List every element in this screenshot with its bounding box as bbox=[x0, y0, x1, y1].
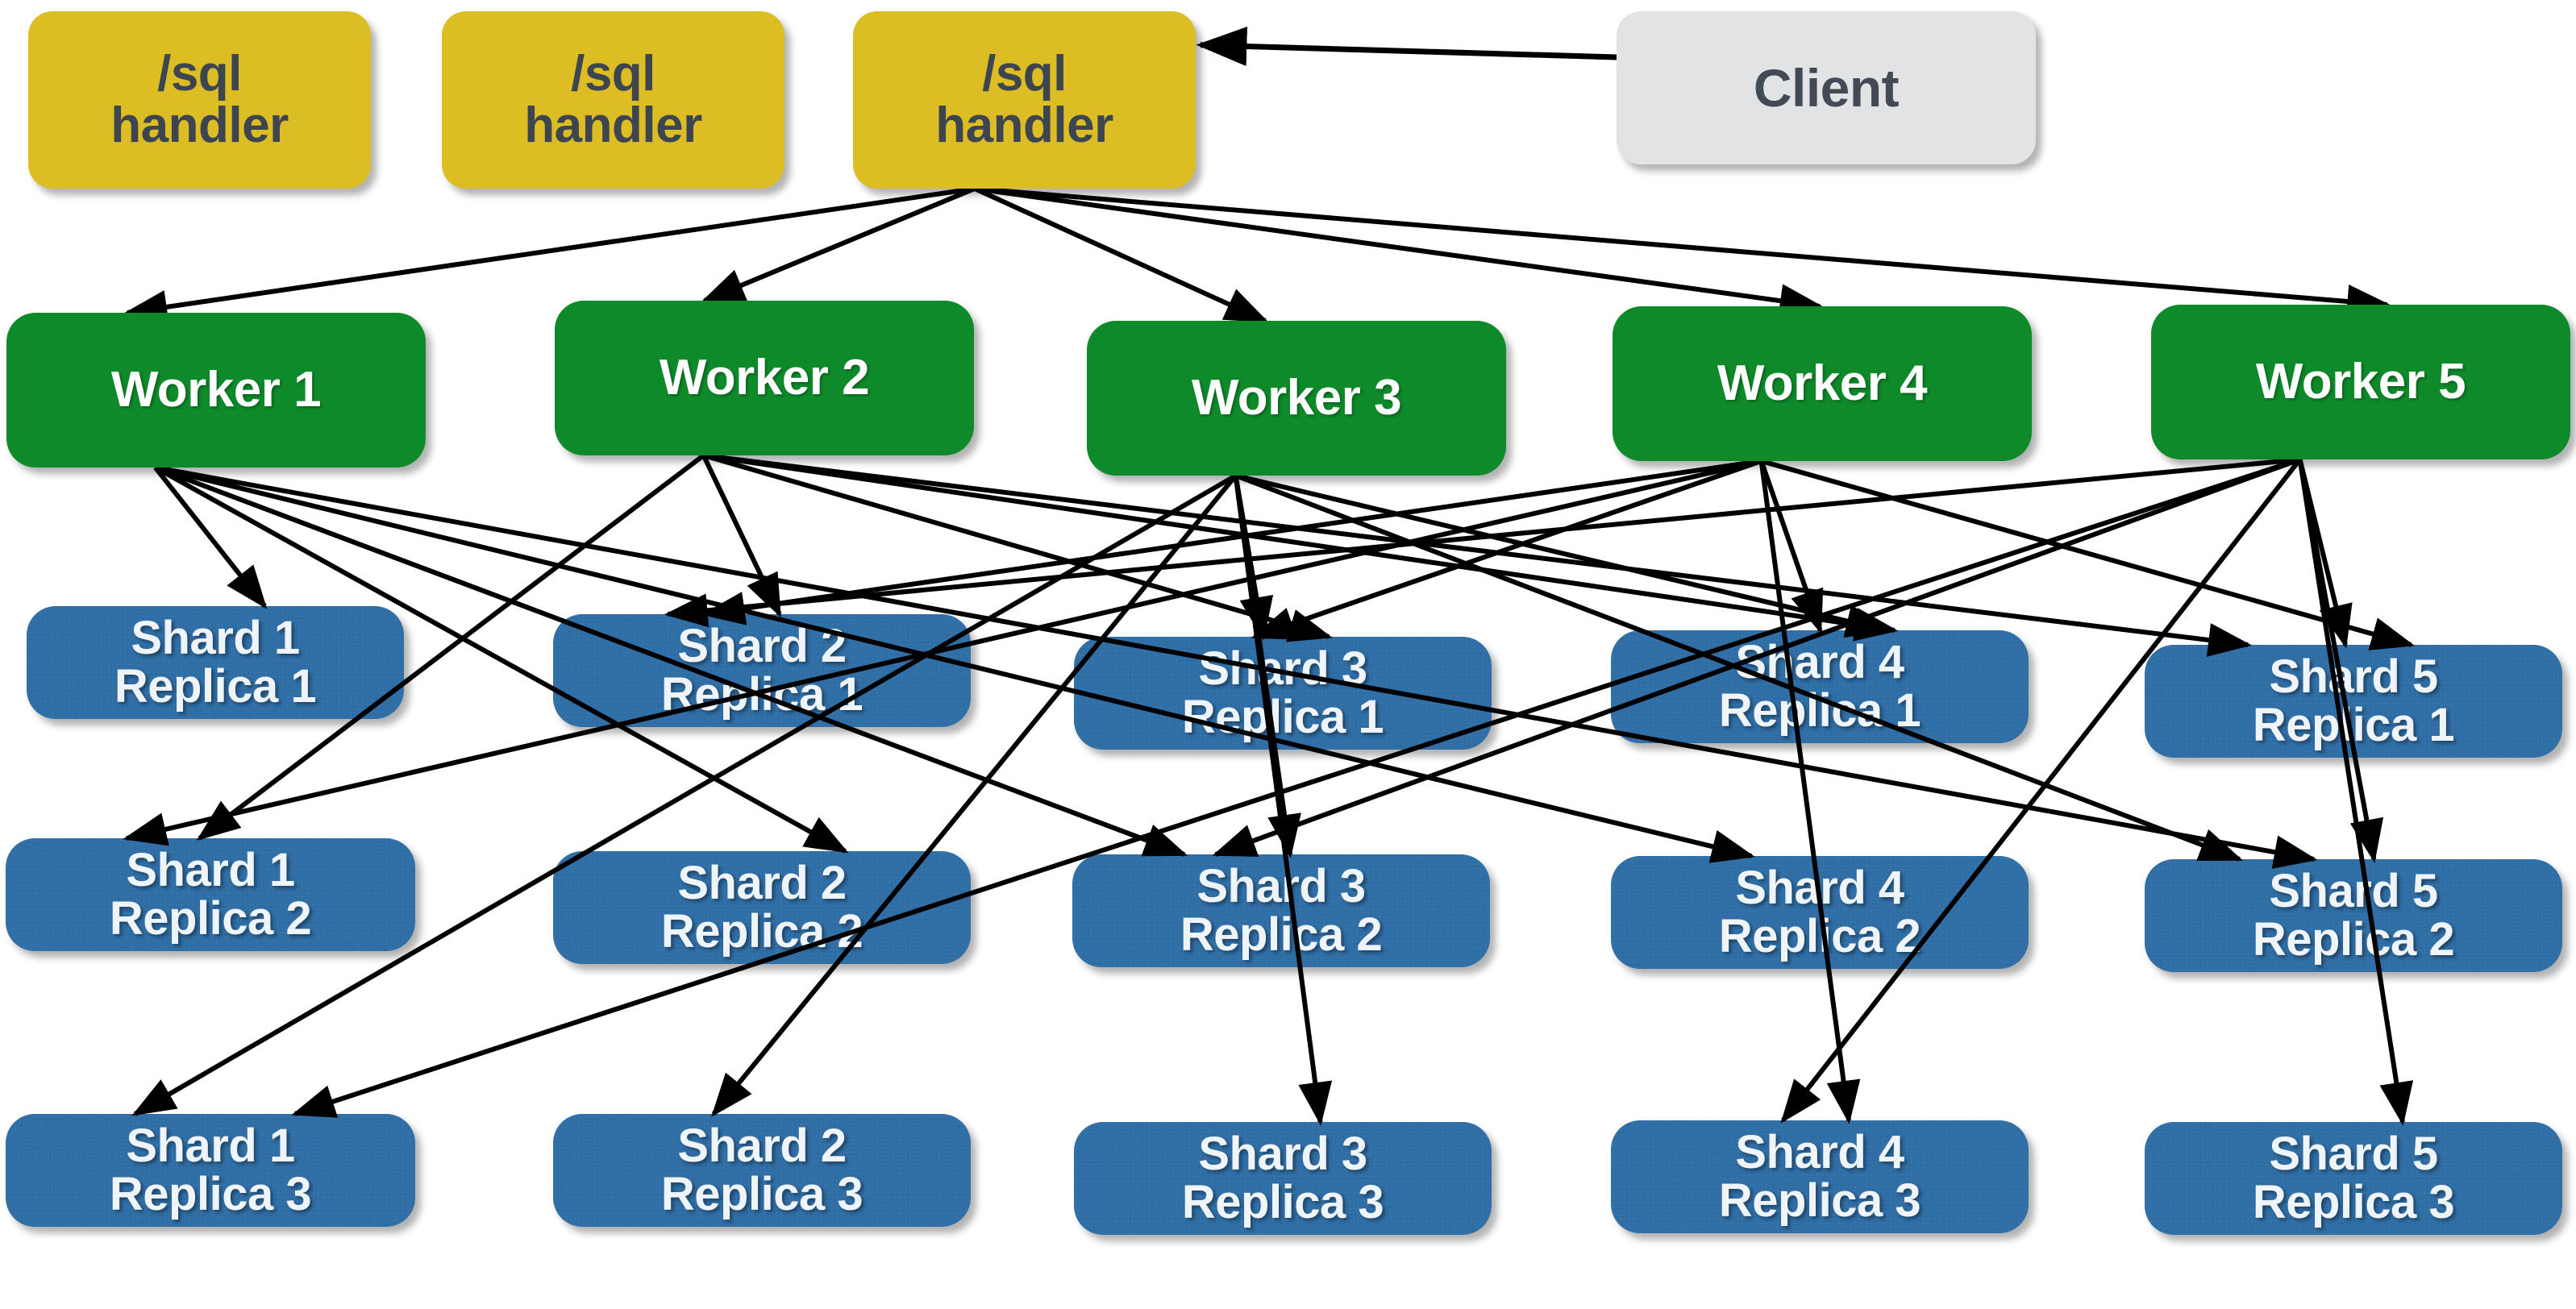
edge-worker-2-to-shard-2-replica-1 bbox=[701, 454, 782, 618]
edge-worker-5-to-shard-1-replica-3 bbox=[291, 457, 2301, 1118]
worker-box-4[interactable]: Worker 4 bbox=[1613, 306, 2032, 461]
sql-handler-box-2[interactable]: /sql handler bbox=[442, 11, 784, 189]
edge-worker-5-to-shard-5-replica-1 bbox=[2297, 459, 2353, 649]
edge-worker-4-to-shard-2-replica-1 bbox=[701, 459, 1762, 625]
edge-worker-3-to-shard-3-replica-1 bbox=[1233, 475, 1274, 641]
edge-worker-2-to-shard-3-replica-1 bbox=[702, 453, 1333, 642]
shard-box-2-replica-2[interactable]: Shard 2 Replica 2 bbox=[553, 851, 971, 964]
shard-box-2-replica-1[interactable]: Shard 2 Replica 1 bbox=[553, 614, 971, 727]
edge-worker-4-to-shard-4-replica-3 bbox=[1758, 460, 1861, 1124]
shard-box-3-replica-2[interactable]: Shard 3 Replica 2 bbox=[1072, 854, 1490, 967]
shard-box-4-replica-1[interactable]: Shard 4 Replica 1 bbox=[1611, 630, 2029, 743]
shard-box-4-replica-3[interactable]: Shard 4 Replica 3 bbox=[1611, 1120, 2029, 1233]
worker-box-2[interactable]: Worker 2 bbox=[555, 301, 974, 455]
shard-box-1-replica-1[interactable]: Shard 1 Replica 1 bbox=[27, 606, 404, 719]
edge-handler-3-to-worker-4 bbox=[974, 186, 1824, 318]
shard-box-5-replica-2[interactable]: Shard 5 Replica 2 bbox=[2145, 859, 2562, 972]
edge-worker-3-to-shard-2-replica-3 bbox=[711, 474, 1238, 1117]
edge-handler-3-to-worker-1 bbox=[123, 186, 976, 324]
edge-worker-3-to-shard-1-replica-3 bbox=[131, 473, 1238, 1116]
client-box[interactable]: Client bbox=[1617, 11, 2036, 164]
worker-box-5[interactable]: Worker 5 bbox=[2151, 305, 2570, 459]
sql-handler-box-1[interactable]: /sql handler bbox=[28, 11, 371, 189]
worker-box-3[interactable]: Worker 3 bbox=[1087, 321, 1506, 476]
edge-handler-3-to-worker-2 bbox=[701, 186, 976, 303]
shard-box-1-replica-2[interactable]: Shard 1 Replica 2 bbox=[6, 838, 415, 951]
shard-box-5-replica-3[interactable]: Shard 5 Replica 3 bbox=[2145, 1122, 2562, 1235]
shard-box-5-replica-1[interactable]: Shard 5 Replica 1 bbox=[2145, 645, 2562, 758]
edge-worker-1-to-shard-1-replica-1 bbox=[153, 466, 268, 609]
shard-box-2-replica-3[interactable]: Shard 2 Replica 3 bbox=[553, 1114, 971, 1227]
shard-box-4-replica-2[interactable]: Shard 4 Replica 2 bbox=[1611, 856, 2029, 969]
edge-client-to-handler-3 bbox=[1196, 27, 1617, 66]
edge-worker-4-to-shard-3-replica-1 bbox=[1251, 459, 1762, 640]
worker-box-1[interactable]: Worker 1 bbox=[6, 313, 426, 468]
edge-worker-4-to-shard-4-replica-1 bbox=[1758, 460, 1824, 634]
shard-box-3-replica-1[interactable]: Shard 3 Replica 1 bbox=[1074, 637, 1492, 750]
edge-handler-3-to-worker-3 bbox=[973, 186, 1269, 323]
edge-handler-3-to-worker-5 bbox=[974, 186, 2391, 318]
edge-worker-5-to-shard-2-replica-1 bbox=[664, 457, 2300, 628]
shard-box-1-replica-3[interactable]: Shard 1 Replica 3 bbox=[6, 1114, 415, 1227]
edge-worker-4-to-shard-5-replica-1 bbox=[1760, 459, 2416, 650]
edge-worker-3-to-shard-4-replica-1 bbox=[1234, 473, 1890, 638]
edge-worker-2-to-shard-4-replica-1 bbox=[703, 453, 1899, 642]
edge-worker-3-to-shard-3-replica-3 bbox=[1233, 475, 1333, 1126]
edge-worker-5-to-shard-5-replica-3 bbox=[2297, 459, 2414, 1126]
sql-handler-box-3[interactable]: /sql handler bbox=[853, 11, 1196, 189]
shard-box-3-replica-3[interactable]: Shard 3 Replica 3 bbox=[1074, 1122, 1492, 1235]
edge-worker-5-to-shard-4-replica-3 bbox=[1780, 458, 2302, 1124]
